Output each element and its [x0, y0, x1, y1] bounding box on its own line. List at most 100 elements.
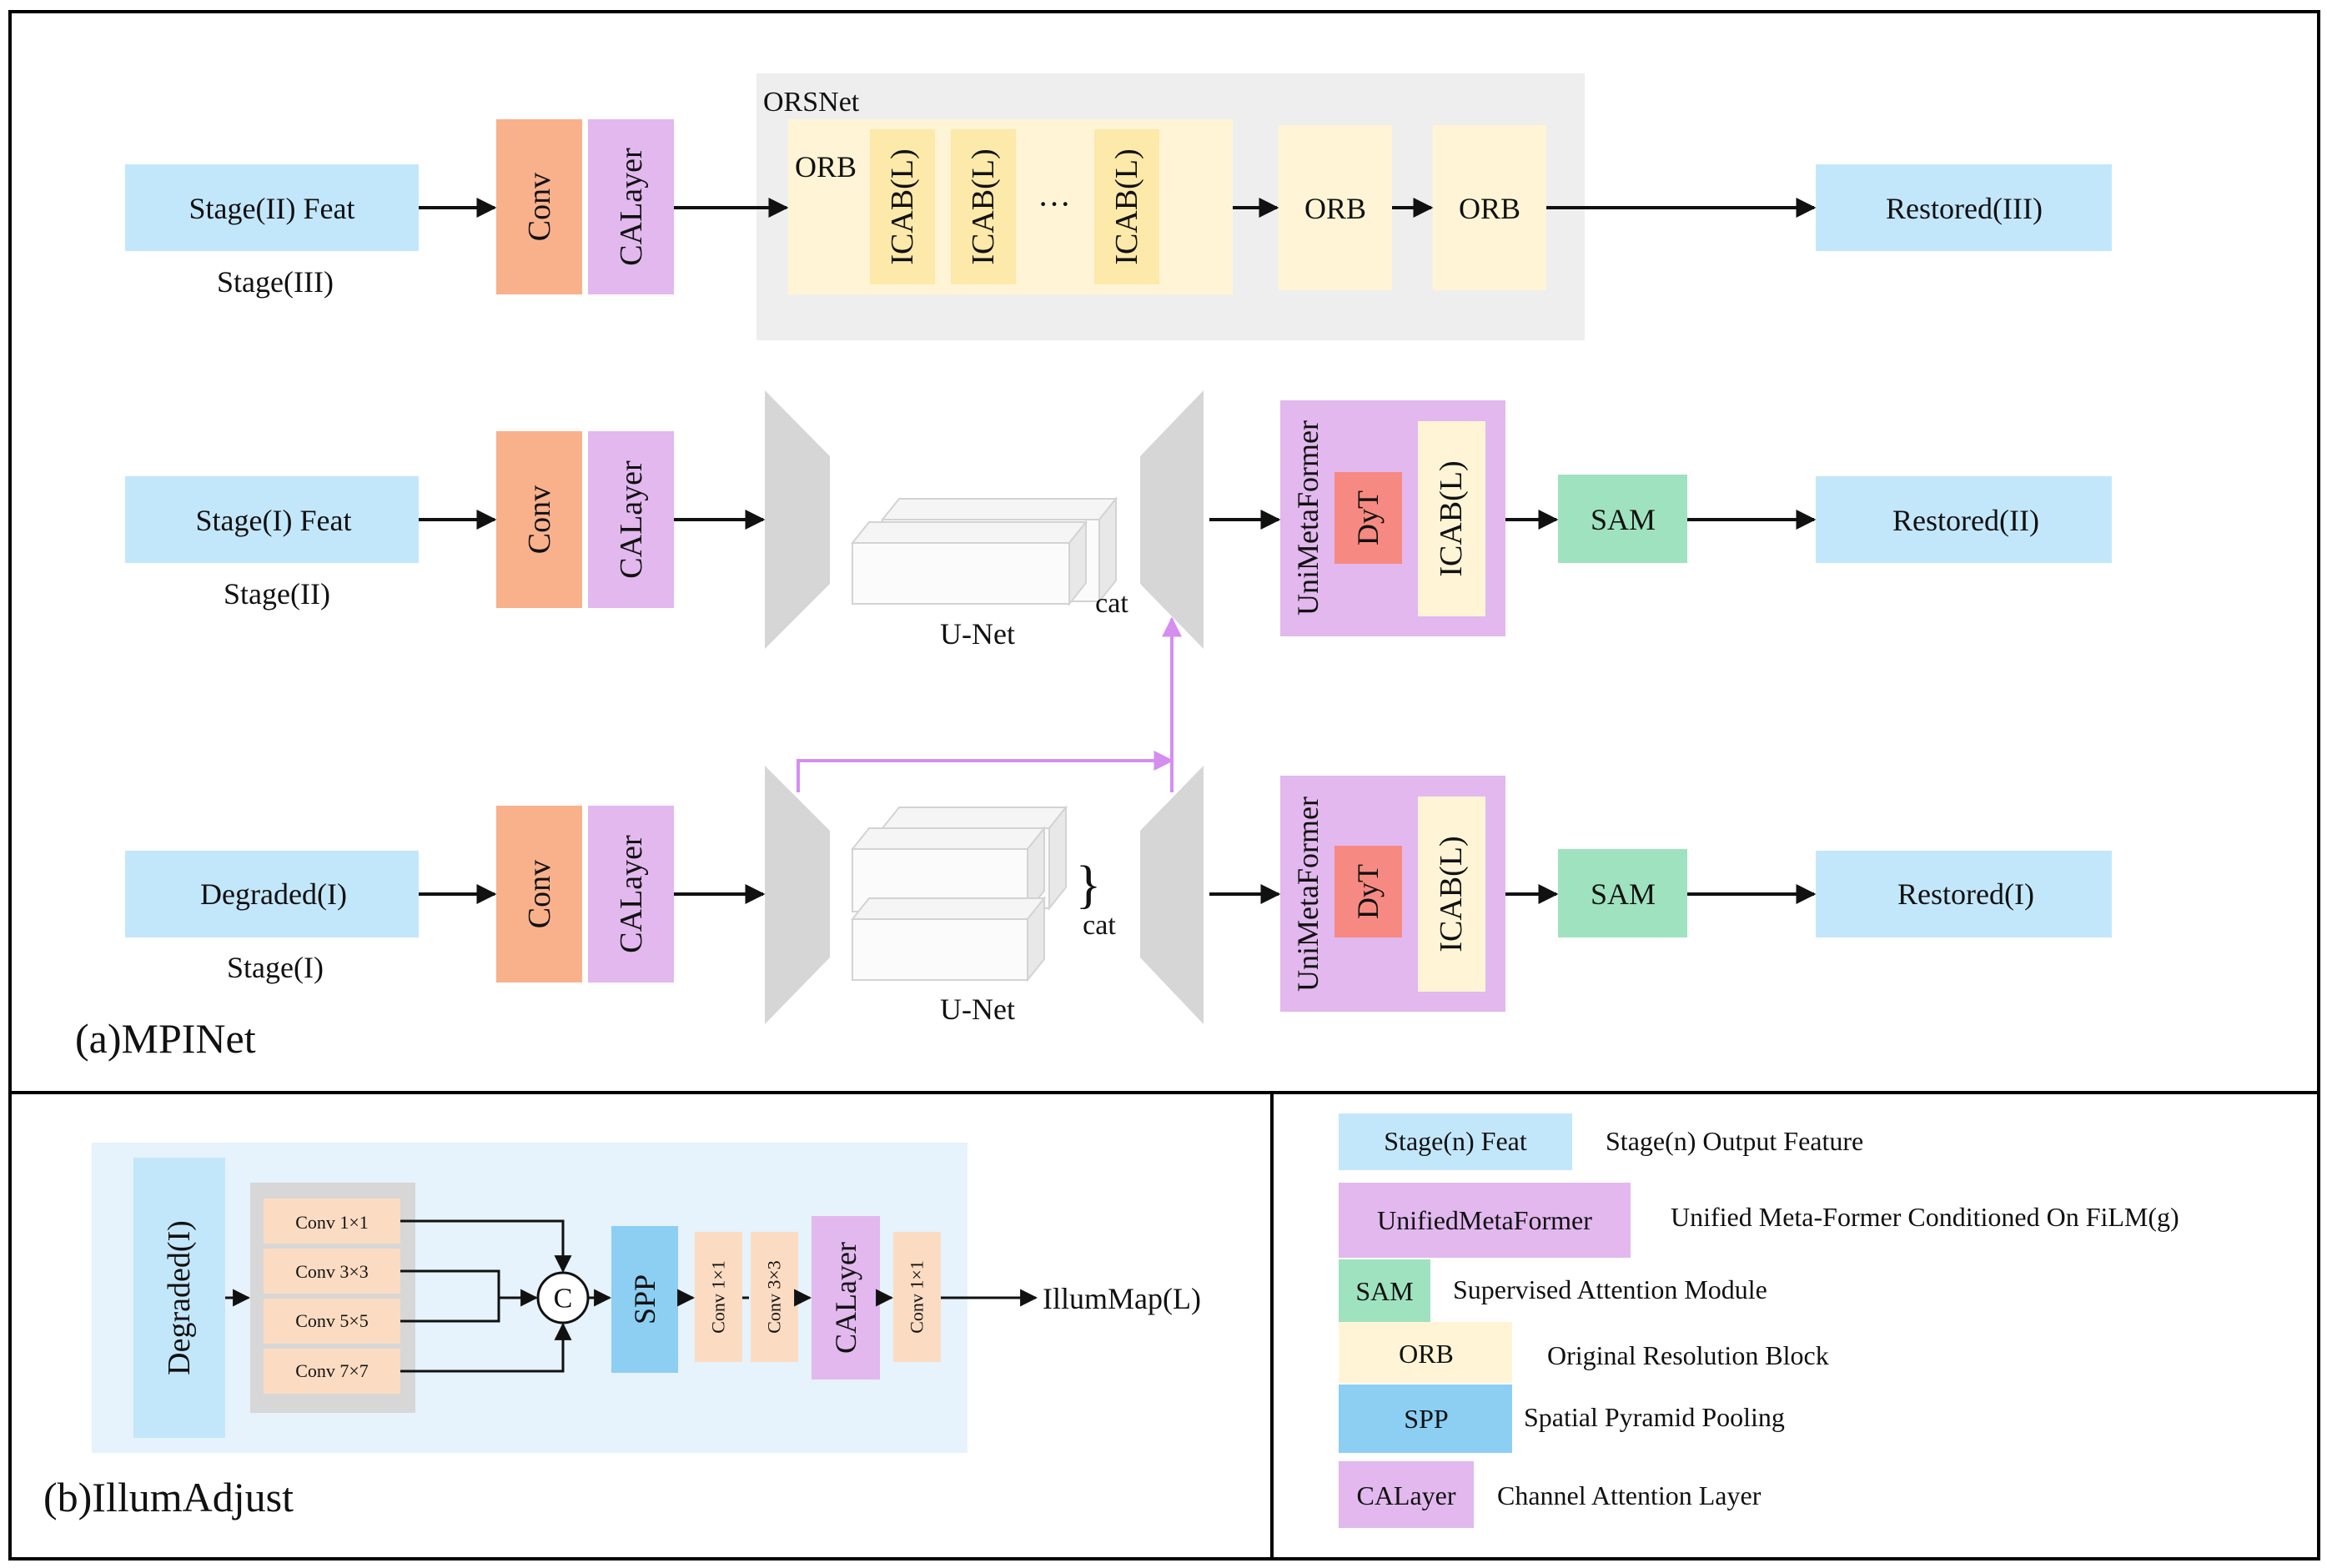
legend-desc-sam: Supervised Attention Module — [1453, 1274, 1767, 1304]
icab-label-3: ICAB(L) — [1109, 148, 1144, 264]
figure-frame — [8, 10, 2320, 1560]
legend-desc-feat: Stage(n) Output Feature — [1606, 1126, 1863, 1156]
spp-label: SPP — [628, 1274, 661, 1324]
icab-ellipsis: ··· — [1038, 185, 1071, 223]
stage2-input-block — [125, 476, 419, 563]
stage1-sam-block — [1558, 849, 1687, 937]
illum-conv-3 — [893, 1232, 941, 1362]
stage2-stage-label: Stage(II) — [224, 577, 330, 611]
stage1-sam-label: SAM — [1591, 877, 1656, 911]
skip-connection-arrow — [797, 751, 1174, 792]
legend-desc-unimetaformer: Unified Meta-Former Conditioned On FiLM(… — [1671, 1202, 2179, 1232]
illum-conv-3-label: Conv 1×1 — [907, 1260, 927, 1334]
stage2-calayer-label: CALayer — [614, 460, 649, 579]
stage2-output-block — [1816, 476, 2112, 563]
illum-input-block — [133, 1158, 225, 1438]
stage1-unet-label: U-Net — [940, 993, 1015, 1026]
stage2-cat-label: cat — [1095, 588, 1128, 619]
mpinet-caption: (a)MPINet — [75, 1015, 256, 1062]
illum-conv-2-label: Conv 3×3 — [764, 1260, 785, 1334]
stage1-calayer-block — [588, 806, 674, 983]
legend-desc-spp: Spatial Pyramid Pooling — [1524, 1402, 1785, 1432]
legend-swatch-unimetaformer — [1339, 1183, 1631, 1258]
stage1-dyt-label: DyT — [1351, 864, 1385, 919]
legend-key-unimetaformer: UnifiedMetaFormer — [1377, 1205, 1592, 1235]
icab-block-2 — [951, 129, 1016, 284]
orb2-block — [1279, 125, 1392, 290]
legend: Stage(n) Feat Stage(n) Output Feature Un… — [1339, 1113, 2179, 1528]
stage3-conv-label: Conv — [522, 173, 557, 241]
stage2-output-label: Restored(II) — [1892, 504, 2039, 537]
stage1-unimetaformer-label: UniMetaFormer — [1291, 797, 1324, 992]
stage1-conv-label: Conv — [522, 860, 557, 928]
orb-label: ORB — [795, 150, 857, 183]
stage3-calayer-label: CALayer — [614, 148, 649, 266]
branch-conv-3 — [264, 1299, 400, 1344]
stage1-output-block — [1816, 851, 2112, 937]
illumadjust-caption: (b)IllumAdjust — [43, 1474, 294, 1520]
legend-key-sam: SAM — [1355, 1276, 1413, 1306]
legend-desc-orb: Original Resolution Block — [1547, 1340, 1829, 1370]
illum-output-label: IllumMap(L) — [1043, 1282, 1201, 1315]
legend-desc-calayer: Channel Attention Layer — [1497, 1480, 1762, 1510]
orb3-block — [1433, 125, 1546, 290]
illum-input-label: Degraded(I) — [162, 1220, 197, 1375]
stage2-conv-label: Conv — [522, 485, 557, 554]
orb2-label: ORB — [1304, 192, 1366, 225]
stage1-conv-block — [496, 806, 582, 983]
stage1-row: Degraded(I) Stage(I) Conv CALayer } U-Ne… — [75, 616, 2112, 1062]
branch-conv-1 — [264, 1199, 400, 1244]
stage3-output-block — [1816, 164, 2112, 251]
stage2-icab-label: ICAB(L) — [1434, 460, 1469, 576]
stage2-sam-label: SAM — [1591, 503, 1656, 536]
stage1-dyt-block — [1334, 846, 1402, 937]
icab-label-1: ICAB(L) — [885, 148, 920, 264]
stage2-calayer-block — [588, 431, 674, 608]
orsnet-label: ORSNet — [763, 87, 860, 118]
illum-calayer-label: CALayer — [829, 1242, 862, 1354]
branch-conv-1-label: Conv 1×1 — [295, 1212, 369, 1233]
spp-block — [611, 1226, 678, 1373]
illumadjust-arrows — [225, 1219, 1038, 1373]
stage2-icab-block — [1418, 421, 1485, 616]
stage3-output-label: Restored(III) — [1886, 192, 2043, 225]
legend-swatch-orb — [1339, 1322, 1512, 1383]
illum-conv-2 — [751, 1232, 798, 1362]
stage3-conv-block — [496, 119, 582, 294]
stage3-input-label: Stage(II) Feat — [189, 192, 355, 225]
branch-conv-2-label: Conv 3×3 — [295, 1261, 369, 1282]
legend-swatch-spp — [1339, 1385, 1512, 1453]
stage2-unet-encoder — [765, 390, 830, 649]
icab-block-1 — [870, 129, 935, 284]
stage1-cat-label: cat — [1083, 910, 1116, 941]
stage2-conv-block — [496, 431, 582, 608]
legend-key-feat: Stage(n) Feat — [1384, 1126, 1527, 1156]
stage1-icab-block — [1418, 797, 1485, 992]
legend-swatch-feat — [1339, 1113, 1572, 1170]
stage2-unet-decoder — [1140, 390, 1204, 649]
icab-block-3 — [1094, 129, 1159, 284]
illumadjust-panel: Degraded(I) Conv 1×1 Conv 3×3 Conv 5×5 C… — [43, 1143, 1201, 1520]
orb3-label: ORB — [1459, 192, 1520, 225]
stage1-input-label: Degraded(I) — [200, 877, 347, 911]
stage1-unet-encoder — [765, 766, 830, 1024]
icab-label-2: ICAB(L) — [966, 148, 1001, 264]
stage2-unimetaformer-label: UniMetaFormer — [1291, 420, 1324, 616]
legend-swatch-calayer — [1339, 1461, 1474, 1528]
legend-key-orb: ORB — [1399, 1339, 1454, 1369]
illum-conv-1-label: Conv 1×1 — [708, 1260, 729, 1334]
legend-key-spp: SPP — [1404, 1404, 1448, 1434]
stage3-stage-label: Stage(III) — [217, 265, 334, 299]
stage1-feature-cubes — [850, 805, 1068, 983]
stage2-unet-label: U-Net — [940, 617, 1015, 651]
legend-swatch-sam — [1339, 1259, 1430, 1322]
stage2-feature-cubes — [850, 496, 1118, 606]
stage2-row: Stage(I) Feat Stage(II) Conv CALayer U-N… — [125, 390, 2112, 651]
stage3-input-block — [125, 164, 419, 251]
stage1-output-label: Restored(I) — [1897, 877, 2034, 911]
branch-conv-2 — [264, 1249, 400, 1294]
stage2-input-label: Stage(I) Feat — [196, 504, 352, 537]
stage2-sam-block — [1558, 475, 1687, 563]
